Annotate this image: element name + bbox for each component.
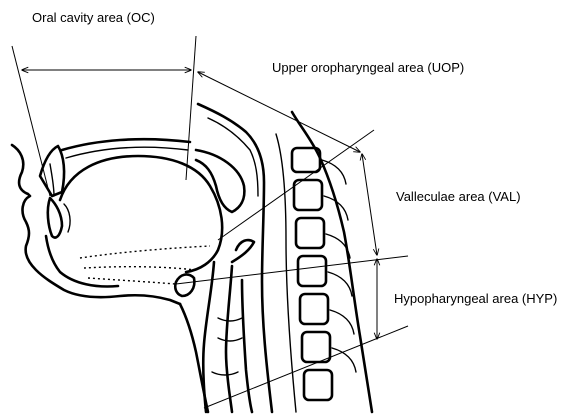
hyoid-bone [175, 275, 194, 296]
label-valleculae: Valleculae area (VAL) [396, 189, 521, 204]
epiglottis [232, 240, 254, 262]
soft-palate [196, 150, 244, 212]
tongue [60, 156, 222, 272]
uop-arrow [198, 72, 360, 152]
posterior-pharyngeal-wall [198, 104, 272, 412]
floor-of-mouth-dotted [80, 246, 210, 258]
spinal-canal [276, 134, 296, 412]
val-arrow [362, 154, 377, 255]
oc-left-boundary-line [12, 46, 50, 196]
face-profile [12, 145, 180, 304]
larynx-posterior [226, 266, 232, 412]
label-oral-cavity: Oral cavity area (OC) [32, 10, 155, 25]
reference-lines [12, 36, 408, 408]
larynx-anterior [203, 262, 214, 412]
mandible [46, 236, 118, 286]
dimension-arrows [22, 70, 377, 339]
label-hypopharyngeal: Hypopharyngeal area (HYP) [394, 291, 557, 306]
anatomy-outline [12, 104, 372, 412]
lower-incisor [48, 198, 62, 238]
label-upper-oropharyngeal: Upper oropharyngeal area (UOP) [272, 60, 464, 75]
oc-right-boundary-line [186, 36, 196, 180]
cervical-vertebrae [292, 148, 356, 400]
